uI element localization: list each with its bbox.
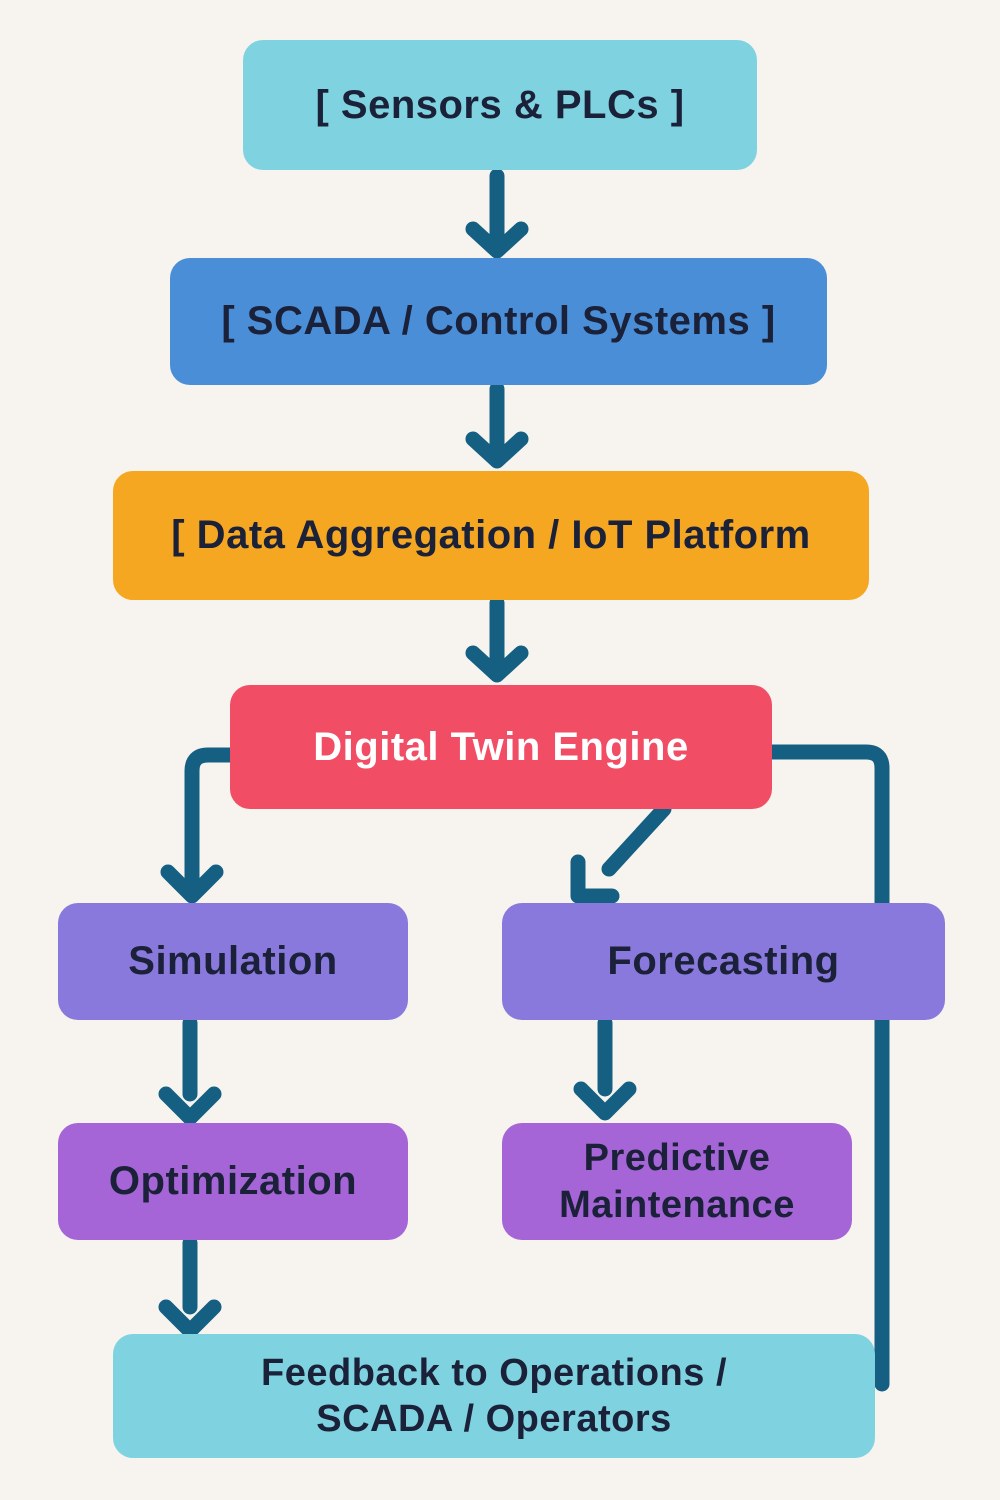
node-predictive-maintenance-label-line2: Maintenance: [559, 1183, 795, 1226]
edge-scada-to-dataagg-arrow: [465, 381, 529, 469]
node-optimization: Optimization: [58, 1123, 408, 1240]
node-digital-twin-engine-label: Digital Twin Engine: [313, 724, 689, 769]
node-feedback-to-operations-label-line2: SCADA / Operators: [316, 1398, 672, 1440]
node-forecasting: Forecasting: [502, 903, 945, 1020]
edge-forecasting-to-predictive-arrow: [573, 1015, 637, 1121]
node-predictive-maintenance: Predictive Maintenance: [502, 1123, 852, 1240]
edge-dte-to-forecasting-arrow: [570, 801, 672, 904]
edge-sensors-to-scada-arrow: [465, 168, 529, 259]
edge-simulation-to-optimization-arrow: [158, 1015, 222, 1126]
node-data-aggregation-iot-platform: [ Data Aggregation / IoT Platform: [113, 471, 869, 600]
node-predictive-maintenance-label-line1: Predictive: [583, 1137, 771, 1180]
node-data-aggregation-iot-platform-label: [ Data Aggregation / IoT Platform: [171, 513, 811, 558]
node-forecasting-label: Forecasting: [607, 939, 840, 984]
edge-optimization-to-feedback-arrow: [158, 1235, 222, 1339]
node-scada-control-systems: [ SCADA / Control Systems ]: [170, 258, 827, 385]
edge-dataagg-to-dte-arrow: [465, 595, 529, 683]
node-simulation: Simulation: [58, 903, 408, 1020]
node-feedback-to-operations-label-line1: Feedback to Operations /: [261, 1351, 727, 1394]
edge-dte-to-simulation-arrow: [160, 747, 238, 904]
node-sensors-plcs: [ Sensors & PLCs ]: [243, 40, 757, 170]
node-optimization-label: Optimization: [108, 1159, 358, 1204]
node-simulation-label: Simulation: [128, 939, 338, 984]
node-scada-control-systems-label: [ SCADA / Control Systems ]: [221, 299, 776, 344]
node-feedback-to-operations: Feedback to Operations / SCADA / Operato…: [113, 1334, 875, 1458]
node-digital-twin-engine: Digital Twin Engine: [230, 685, 772, 809]
edge-dte-to-feedback-line: [764, 744, 890, 1392]
node-sensors-plcs-label: [ Sensors & PLCs ]: [315, 82, 685, 127]
